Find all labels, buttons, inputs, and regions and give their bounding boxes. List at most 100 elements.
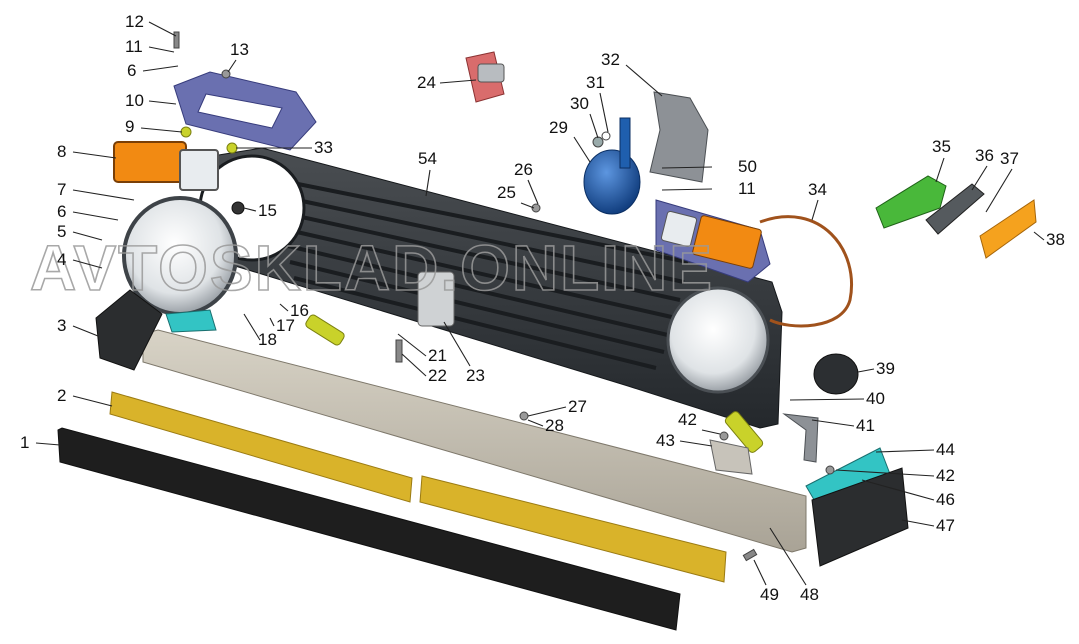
watermark: AVTOSKLAD.ONLINE — [30, 232, 714, 304]
leader-line-28 — [527, 419, 544, 427]
right-turn-signal-clear — [660, 210, 698, 248]
leader-line-21 — [397, 333, 427, 357]
support-beam — [142, 329, 807, 553]
leader-line-1 — [35, 442, 61, 446]
leader-line-12 — [148, 21, 177, 37]
side-reflector — [979, 199, 1037, 259]
callout-label-29: 29 — [549, 118, 568, 137]
bumper-corner-right — [811, 467, 909, 567]
callout-label-47: 47 — [936, 516, 955, 535]
callout-label-48: 48 — [800, 585, 819, 604]
leader-line-5 — [72, 231, 103, 241]
callout-label-33: 33 — [314, 138, 333, 157]
leader-line-3 — [72, 325, 99, 337]
callout-label-37: 37 — [1000, 149, 1019, 168]
leader-line-16 — [279, 303, 289, 312]
callout-label-28: 28 — [545, 416, 564, 435]
callout-label-16: 16 — [290, 301, 309, 320]
corner-bracket-left — [165, 309, 217, 333]
callout-label-27: 27 — [568, 397, 587, 416]
callout-label-2: 2 — [57, 386, 66, 405]
leader-line-44 — [875, 449, 935, 453]
callout-label-18: 18 — [258, 330, 277, 349]
leader-line-54 — [425, 169, 431, 197]
leader-line-23 — [443, 321, 471, 367]
callout-label-31: 31 — [586, 73, 605, 92]
callout-label-49: 49 — [760, 585, 779, 604]
leader-line-26 — [527, 179, 539, 205]
bracket-plate-43 — [709, 439, 753, 475]
leader-line-47 — [901, 519, 935, 527]
bracket-plate-41 — [782, 413, 819, 463]
leader-line-40 — [789, 398, 865, 401]
bolt-9 — [180, 126, 192, 138]
leader-line-18 — [243, 313, 261, 341]
turn-signal-bracket-window — [197, 93, 283, 129]
callout-label-41: 41 — [856, 416, 875, 435]
left-turn-signal — [113, 141, 187, 183]
bumper-corner-left — [95, 289, 163, 371]
screw-27 — [519, 411, 529, 421]
leader-line-6a — [72, 211, 119, 221]
wiring-harness — [759, 215, 853, 328]
callout-label-3: 3 — [57, 316, 66, 335]
leader-line-50 — [661, 166, 713, 169]
leader-line-15 — [243, 207, 257, 212]
callout-label-30: 30 — [570, 94, 589, 113]
socket-15 — [231, 201, 245, 215]
bumper-bar — [57, 427, 681, 631]
callout-label-10: 10 — [125, 91, 144, 110]
leader-line-36 — [971, 165, 988, 191]
callout-label-12: 12 — [125, 12, 144, 31]
bolt-49 — [742, 548, 758, 562]
callout-label-38: 38 — [1046, 230, 1065, 249]
callout-label-15: 15 — [258, 201, 277, 220]
callout-label-8: 8 — [57, 142, 66, 161]
callout-label-36: 36 — [975, 146, 994, 165]
leader-line-8 — [72, 151, 117, 159]
leader-line-30 — [589, 113, 599, 139]
leader-line-11a — [148, 46, 175, 53]
leader-line-7 — [72, 189, 135, 201]
mounting-strip-right — [419, 475, 727, 583]
callout-label-9: 9 — [125, 117, 134, 136]
leader-line-38 — [1033, 231, 1045, 241]
leader-line-17 — [269, 317, 275, 327]
right-turn-signal-lens — [692, 215, 762, 269]
callout-label-46: 46 — [936, 490, 955, 509]
callout-label-11a: 11 — [125, 37, 143, 56]
leader-line-32 — [625, 64, 663, 97]
callout-label-22: 22 — [428, 366, 447, 385]
leader-line-25 — [520, 202, 535, 209]
leader-line-39 — [857, 368, 875, 373]
callout-label-21: 21 — [428, 346, 447, 365]
leader-line-22 — [401, 353, 427, 377]
side-marker-lamp — [875, 175, 947, 229]
horn-mount-plate — [649, 91, 709, 183]
callout-label-44: 44 — [936, 440, 955, 459]
callout-label-1: 1 — [20, 433, 29, 452]
leader-line-46 — [861, 479, 935, 501]
right-headlamp — [666, 286, 770, 394]
callout-label-40: 40 — [866, 389, 885, 408]
screw-42 — [719, 431, 729, 441]
callout-label-24: 24 — [417, 73, 436, 92]
callout-label-39: 39 — [876, 359, 895, 378]
mounting-strip-left — [109, 391, 413, 503]
callout-label-17: 17 — [276, 316, 295, 335]
leader-line-41 — [811, 419, 855, 427]
mounting-bracket-right — [724, 411, 764, 453]
horn-bracket — [619, 117, 631, 169]
callout-label-50: 50 — [738, 157, 757, 176]
callout-label-42b: 42 — [936, 466, 955, 485]
leader-line-13 — [227, 59, 237, 73]
leader-line-34 — [811, 199, 819, 221]
callout-label-4: 4 — [57, 250, 66, 269]
leader-line-31 — [599, 92, 609, 133]
leader-line-29 — [573, 136, 591, 163]
grille-emblem — [417, 271, 455, 327]
leader-line-35 — [935, 157, 945, 183]
callout-label-25: 25 — [497, 183, 516, 202]
